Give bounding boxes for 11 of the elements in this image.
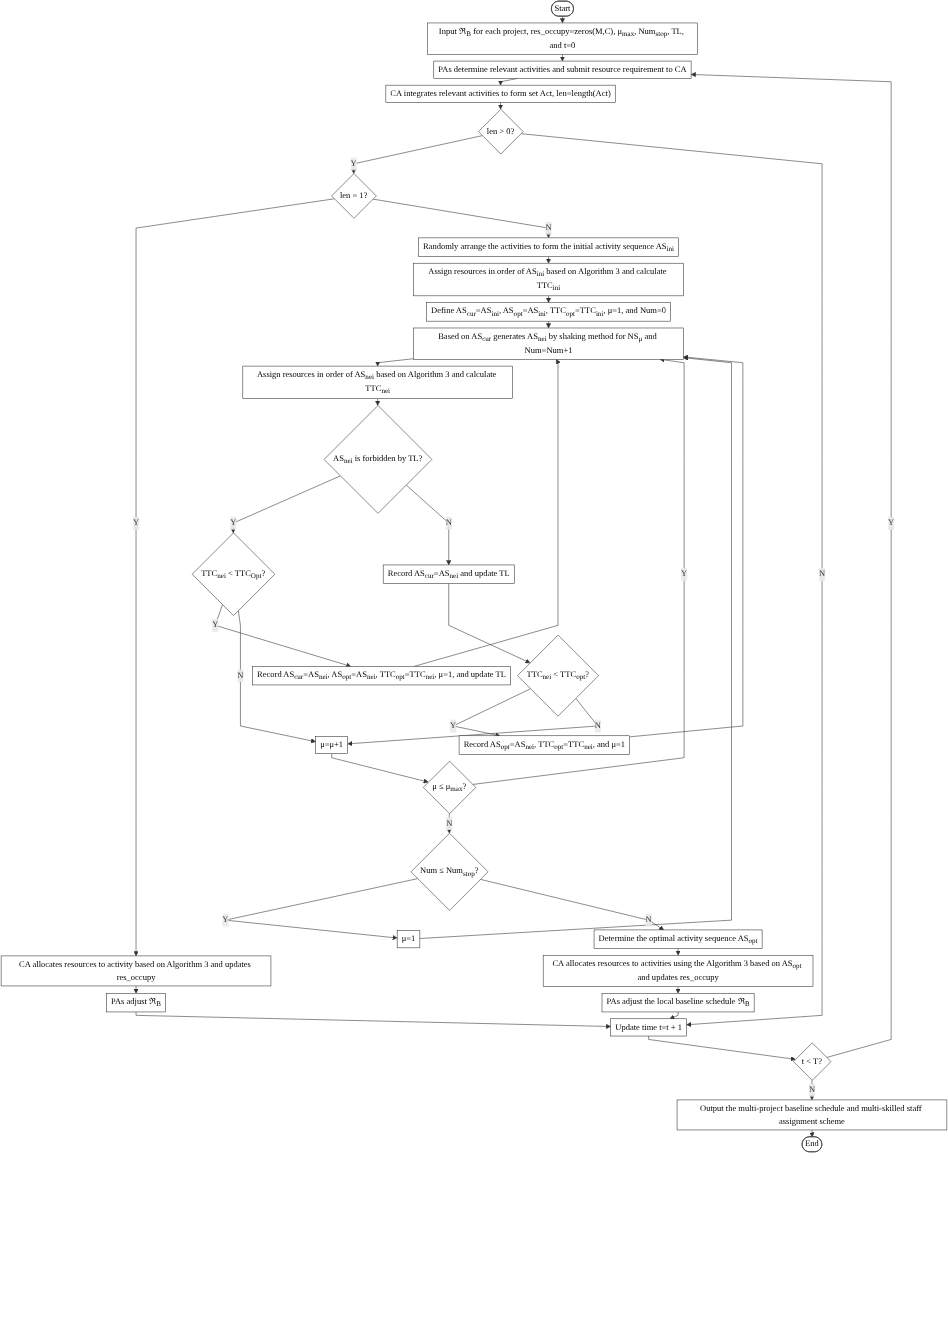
arrow bbox=[375, 398, 381, 406]
arrow bbox=[559, 16, 565, 24]
arrow bbox=[675, 948, 681, 956]
arrow bbox=[498, 102, 504, 110]
arrow bbox=[809, 1129, 815, 1138]
arrow bbox=[546, 320, 551, 329]
arrow bbox=[675, 986, 681, 994]
arrow bbox=[546, 256, 551, 264]
arrow bbox=[133, 985, 139, 994]
arrow bbox=[559, 54, 565, 62]
arrow bbox=[546, 295, 551, 303]
